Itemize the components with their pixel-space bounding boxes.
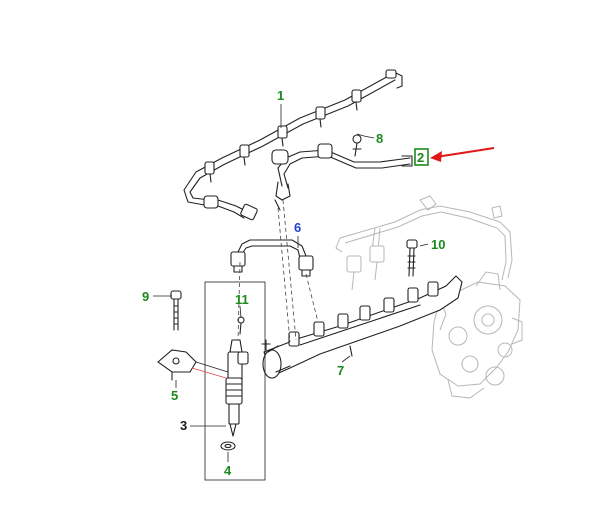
callout-6[interactable]: 6 <box>294 220 301 235</box>
callout-1[interactable]: 1 <box>277 88 284 103</box>
ghost-fuel-pipes <box>335 195 513 291</box>
callout-2[interactable]: 2 <box>417 150 424 165</box>
callout-10[interactable]: 10 <box>431 237 445 252</box>
part-9-clamp-bolt <box>170 290 182 331</box>
callout-11[interactable]: 11 <box>235 292 249 307</box>
callout-3[interactable]: 3 <box>180 418 187 433</box>
part-1-leak-off-hose <box>183 69 403 221</box>
callout-8[interactable]: 8 <box>376 131 383 146</box>
part-5-clamp <box>157 349 197 381</box>
part-8-clip-bolt <box>352 134 362 157</box>
injector-group-box <box>204 281 266 481</box>
callout-7[interactable]: 7 <box>337 363 344 378</box>
callout-5[interactable]: 5 <box>171 388 178 403</box>
callout-leaders <box>153 104 429 462</box>
dashed-alignment-lines <box>191 199 319 379</box>
callout-4[interactable]: 4 <box>224 463 232 478</box>
callout-9[interactable]: 9 <box>142 289 149 304</box>
red-pointer-arrow <box>430 147 495 162</box>
part-3-injector <box>225 339 249 437</box>
ghost-high-pressure-pump <box>431 271 523 399</box>
part-7-fuel-rail <box>261 275 463 379</box>
part-2-return-line <box>271 143 413 211</box>
callout-2-highlight-box <box>414 148 429 166</box>
part-6-injector-pipe <box>230 239 314 277</box>
part-10-rail-bolt <box>406 239 418 277</box>
part-4-seal-washer <box>220 441 236 451</box>
